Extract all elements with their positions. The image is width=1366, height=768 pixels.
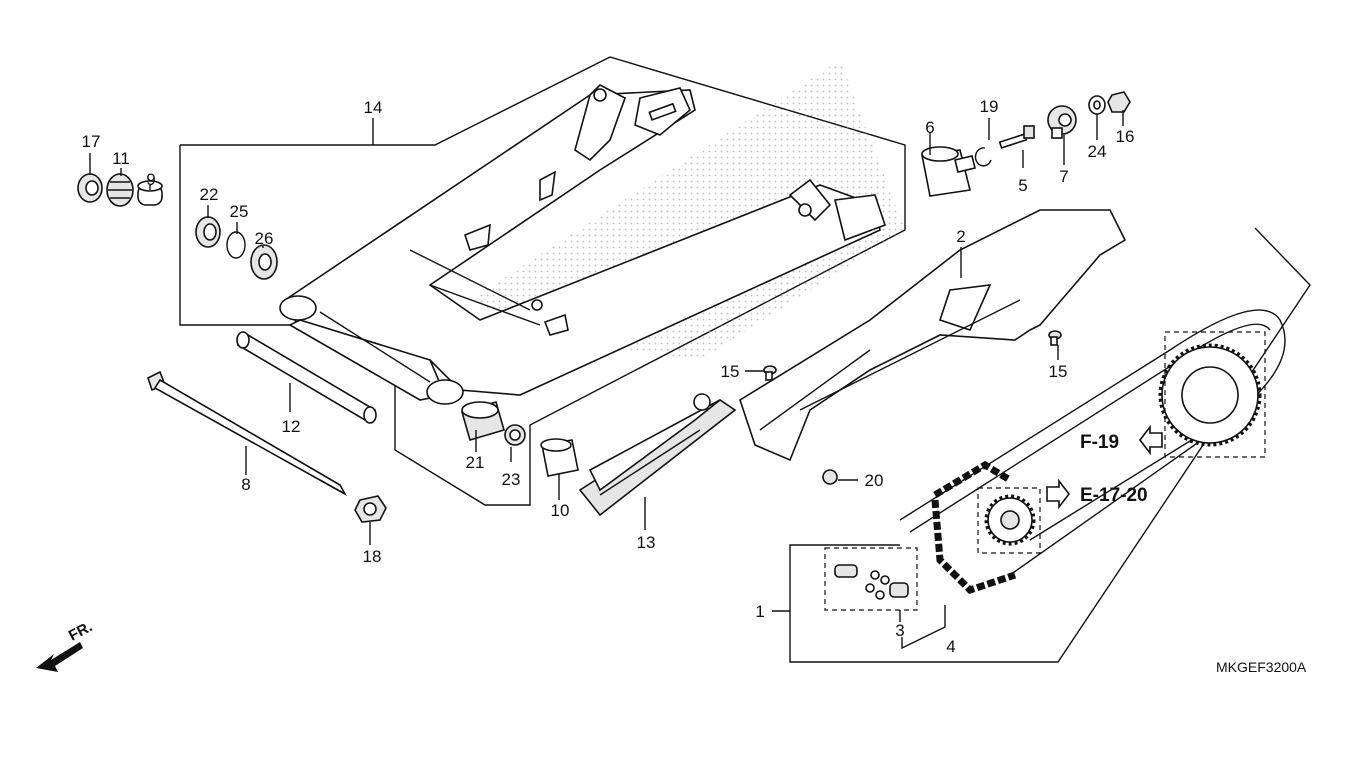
arrow-right-icon — [1046, 478, 1071, 510]
label-1: 1 — [755, 602, 764, 621]
label-16: 16 — [1116, 127, 1135, 146]
label-20: 20 — [865, 471, 884, 490]
nut-16 — [1107, 91, 1131, 113]
adjuster-plate-7 — [1047, 105, 1077, 139]
label-5: 5 — [1018, 176, 1027, 195]
label-6: 6 — [925, 118, 934, 137]
swingarm — [279, 84, 887, 405]
dust-seal-23 — [504, 424, 526, 446]
label-2: 2 — [956, 227, 965, 246]
chain-links — [931, 460, 1017, 595]
dust-seal-22 — [195, 216, 221, 248]
label-21: 21 — [466, 453, 485, 472]
leader-lines — [89, 110, 1124, 650]
label-13: 13 — [637, 533, 656, 552]
label-18: 18 — [363, 547, 382, 566]
screw-15-left — [763, 365, 777, 381]
label-10: 10 — [551, 501, 570, 520]
label-24: 24 — [1088, 142, 1107, 161]
bolt-20 — [822, 469, 838, 485]
needle-bearing-21 — [461, 401, 505, 441]
label-17: 17 — [82, 132, 101, 151]
bearing-26 — [250, 244, 278, 280]
adjuster-collar-6 — [921, 146, 976, 197]
screw-15-right — [1048, 330, 1062, 346]
ref-f19: F-19 — [1080, 432, 1119, 453]
bolt-5 — [998, 125, 1035, 149]
label-26: 26 — [255, 229, 274, 248]
label-25: 25 — [230, 202, 249, 221]
label-22: 22 — [200, 185, 219, 204]
label-9: 9 — [146, 170, 155, 189]
label-7: 7 — [1059, 167, 1068, 186]
label-4: 4 — [946, 637, 955, 656]
collar-10 — [540, 438, 579, 477]
chain-case-2 — [739, 209, 1127, 462]
ref-e1720: E-17-20 — [1080, 485, 1148, 506]
label-14: 14 — [364, 98, 383, 117]
label-12: 12 — [282, 417, 301, 436]
front-label: FR. — [66, 618, 95, 644]
rear-sprocket — [1158, 331, 1266, 458]
circlip-25 — [226, 231, 246, 259]
label-11: 11 — [112, 149, 130, 168]
drive-sprocket — [977, 487, 1041, 554]
diagram-code: MKGEF3200A — [1216, 659, 1307, 675]
label-15-left: 15 — [721, 362, 740, 381]
pivot-collar-12 — [236, 331, 377, 424]
bushing-11 — [106, 173, 134, 207]
clip-19 — [974, 147, 992, 167]
adjusting-nut-17 — [77, 173, 103, 203]
arrow-left-icon — [1138, 424, 1163, 456]
pivot-bolt-8 — [147, 370, 348, 497]
label-8: 8 — [241, 475, 250, 494]
chain-slider-13 — [578, 393, 737, 517]
label-15-right: 15 — [1049, 362, 1068, 381]
nut-18 — [354, 495, 387, 523]
front-arrow-icon — [36, 642, 83, 672]
label-19: 19 — [980, 97, 999, 116]
washer-24 — [1088, 95, 1106, 115]
master-link-group — [824, 547, 918, 611]
label-23: 23 — [502, 470, 521, 489]
label-3: 3 — [895, 621, 904, 640]
